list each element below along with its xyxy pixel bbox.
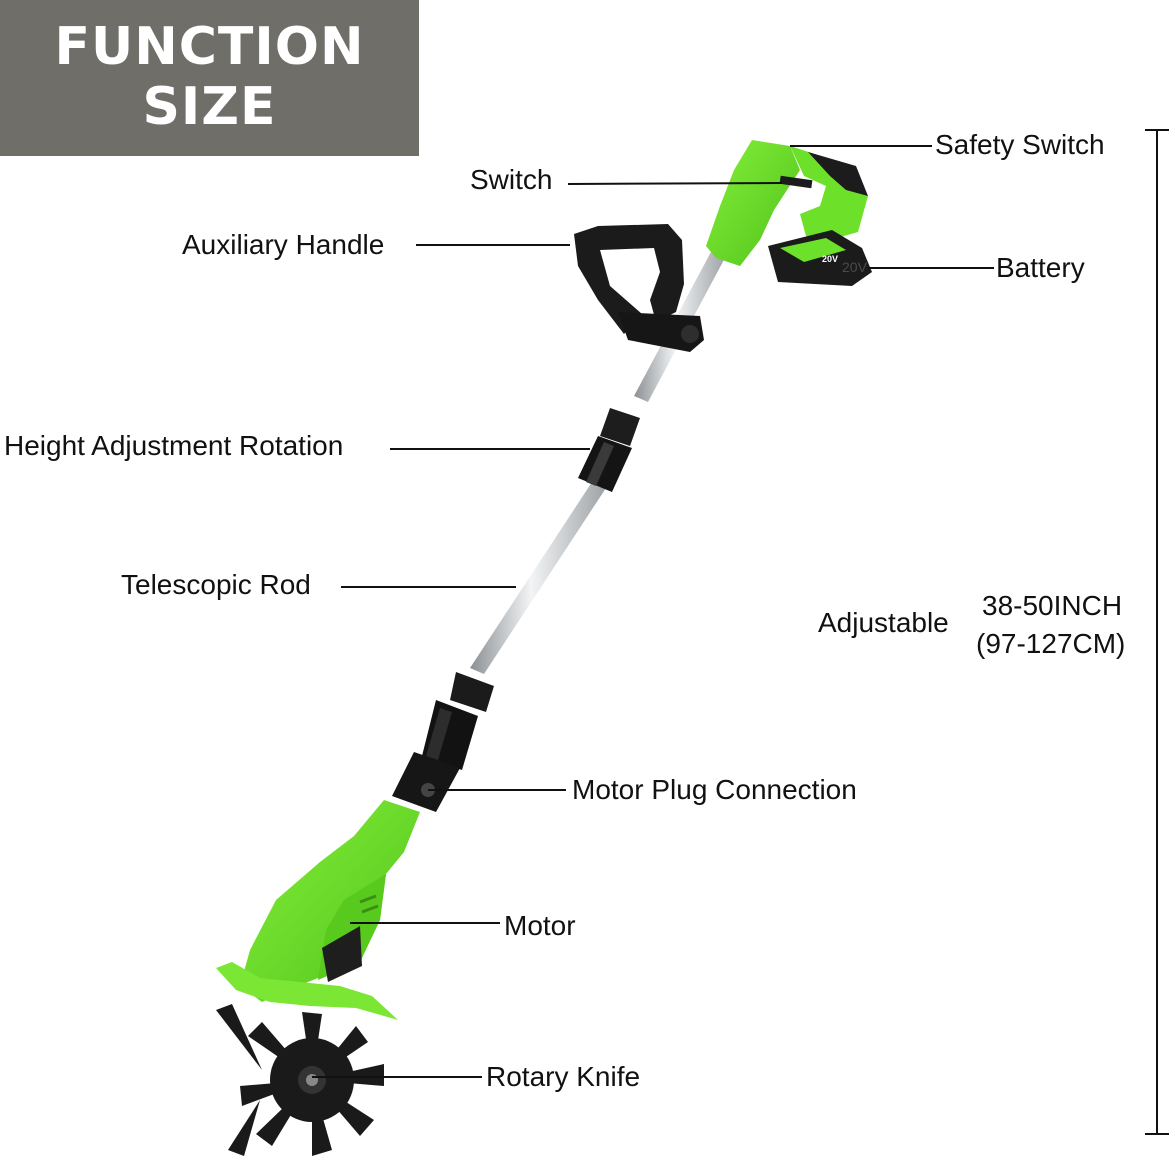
main-handle xyxy=(706,140,868,266)
rotary-knife xyxy=(216,1004,384,1156)
banner-title-line-1: FUNCTION xyxy=(54,17,365,77)
label-range-inch: 38-50INCH xyxy=(982,590,1123,621)
label-range-cm: (97-127CM) xyxy=(976,628,1126,659)
battery-pack: 20V 20V xyxy=(768,230,872,286)
height-dimension-bracket xyxy=(1145,129,1169,1135)
label-switch: Switch xyxy=(470,164,553,195)
title-banner: FUNCTION SIZE xyxy=(0,0,419,156)
leader-lines xyxy=(312,145,994,1078)
motor-plug-coupler xyxy=(392,672,494,812)
label-adjustable: Adjustable xyxy=(818,607,949,638)
label-battery: Battery xyxy=(996,252,1085,283)
auxiliary-handle xyxy=(574,224,704,352)
label-auxiliary-handle: Auxiliary Handle xyxy=(182,229,385,260)
height-adjustment-collar xyxy=(578,408,640,492)
label-telescopic-rod: Telescopic Rod xyxy=(121,569,311,600)
motor-vent xyxy=(322,926,362,982)
battery-voltage-tag-large: 20V xyxy=(842,259,868,275)
motor-housing xyxy=(240,800,420,1002)
banner-title-line-2: SIZE xyxy=(142,77,277,137)
label-rotary-knife: Rotary Knife xyxy=(486,1061,641,1092)
label-motor-plug: Motor Plug Connection xyxy=(572,774,857,805)
leader-switch xyxy=(567,182,783,185)
telescopic-rod xyxy=(470,482,606,674)
label-motor: Motor xyxy=(504,910,576,941)
battery-voltage-tag: 20V xyxy=(822,254,838,264)
label-height-adjustment: Height Adjustment Rotation xyxy=(4,430,344,461)
label-safety-switch: Safety Switch xyxy=(935,129,1105,160)
blade-guard xyxy=(216,962,398,1020)
